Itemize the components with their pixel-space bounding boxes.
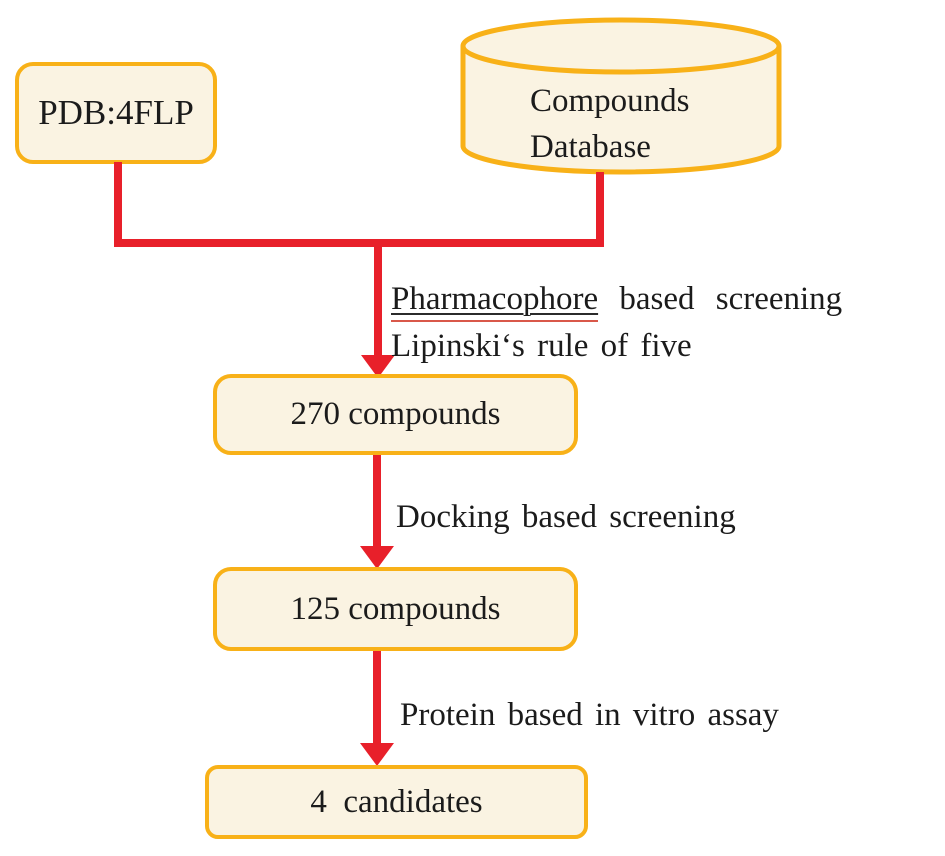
connector-to-125 xyxy=(373,455,381,548)
database-label-line1: Compounds xyxy=(530,83,690,119)
node-125-compounds-label: 125 compounds xyxy=(290,590,501,627)
arrow-down-icon-3 xyxy=(360,743,394,766)
connector-merge-horizontal xyxy=(114,239,604,247)
step1-line2: Lipinski‘s rule of five xyxy=(391,328,692,364)
node-compounds-database-label: Compounds Database xyxy=(530,78,690,170)
step-label-pharmacophore-screening: Pharmacophore based screening Lipinski‘s… xyxy=(391,276,842,370)
node-compounds-database: Compounds Database xyxy=(458,14,784,180)
node-pdb-4flp-label: PDB:4FLP xyxy=(38,93,194,132)
node-4-candidates: 4 candidates xyxy=(205,765,588,839)
node-pdb-4flp: PDB:4FLP xyxy=(15,62,217,164)
step1-line1: Pharmacophore based screening xyxy=(391,276,842,323)
database-cylinder-icon xyxy=(460,17,782,175)
connector-to-candidates xyxy=(373,651,381,745)
node-270-compounds-label: 270 compounds xyxy=(290,396,501,432)
arrow-down-icon-2 xyxy=(360,546,394,569)
node-270-compounds: 270 compounds xyxy=(213,374,578,455)
connector-pdb-down xyxy=(114,162,122,247)
connector-to-270 xyxy=(374,243,382,357)
database-label-line2: Database xyxy=(530,129,651,165)
step-label-docking-screening: Docking based screening xyxy=(396,499,736,535)
node-4-candidates-label: 4 candidates xyxy=(310,783,483,820)
arrow-down-icon-1 xyxy=(361,355,395,378)
connector-database-down xyxy=(596,172,604,247)
node-125-compounds: 125 compounds xyxy=(213,567,578,651)
step1-underlined-word: Pharmacophore xyxy=(391,281,599,322)
step1-rest: based screening xyxy=(619,281,843,317)
step-label-invitro-assay: Protein based in vitro assay xyxy=(400,697,779,733)
